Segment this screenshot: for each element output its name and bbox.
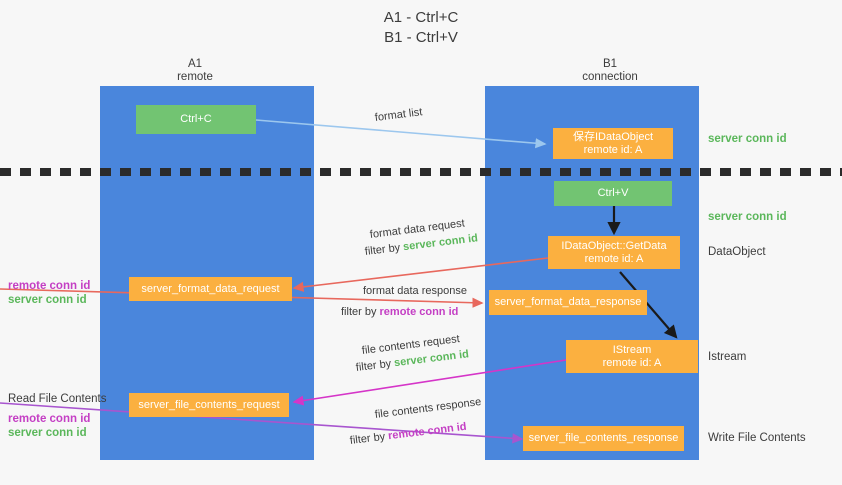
column-a1-sub: remote: [177, 71, 213, 83]
label-istream: Istream: [708, 351, 747, 363]
column-header-b1: B1 connection: [535, 58, 685, 84]
box-save-dataobject[interactable]: 保存IDataObject remote id: A: [553, 128, 673, 159]
label-server-conn-id-top: server conn id: [708, 133, 787, 145]
label-dataobject: DataObject: [708, 246, 766, 258]
box-server-file-contents-response-label: server_file_contents_response: [528, 432, 679, 444]
box-server-format-data-request[interactable]: server_format_data_request: [129, 277, 292, 301]
box-getdata[interactable]: IDataObject::GetData remote id: A: [548, 236, 680, 269]
box-save-dataobject-line2: remote id: A: [583, 143, 643, 156]
title-line-1: A1 - Ctrl+C: [383, 9, 459, 26]
edge-label-file-contents-response: file contents response: [374, 396, 482, 421]
column-a1-name: A1: [187, 58, 203, 70]
edge-label-format-data-response-filter: filter by remote conn id: [341, 305, 458, 320]
box-istream-line2: remote id: A: [602, 356, 662, 369]
filter-value-remote-conn-id: remote conn id: [379, 306, 459, 318]
label-server-conn-id-second: server conn id: [708, 211, 787, 223]
edge-label-file-contents-response-filter: filter by remote conn id: [349, 420, 467, 449]
box-save-dataobject-line1: 保存IDataObject: [572, 130, 654, 143]
edge-label-format-list: format list: [374, 106, 424, 124]
box-ctrl-c[interactable]: Ctrl+C: [136, 105, 256, 134]
box-istream-line1: IStream: [612, 343, 652, 356]
box-server-file-contents-response[interactable]: server_file_contents_response: [523, 426, 684, 451]
title-line-2: B1 - Ctrl+V: [384, 29, 458, 46]
box-ctrl-v[interactable]: Ctrl+V: [554, 181, 672, 206]
box-getdata-line1: IDataObject::GetData: [561, 239, 667, 252]
label-format-remote-conn-id: remote conn id: [8, 280, 91, 292]
diagram-title: A1 - Ctrl+C B1 - Ctrl+V: [0, 8, 842, 48]
label-read-file-contents: Read File Contents: [8, 393, 107, 405]
filter-value-remote-conn-id: remote conn id: [387, 420, 468, 443]
column-b1-name: B1: [602, 58, 618, 70]
box-server-format-data-response-label: server_format_data_response: [494, 296, 642, 308]
column-header-a1: A1 remote: [120, 58, 270, 84]
box-server-file-contents-request-label: server_file_contents_request: [138, 398, 280, 411]
filter-prefix: filter by: [355, 357, 395, 374]
filter-prefix: filter by: [341, 306, 380, 318]
box-server-format-data-response[interactable]: server_format_data_response: [489, 290, 647, 315]
label-format-server-conn-id: server conn id: [8, 294, 87, 306]
filter-prefix: filter by: [349, 430, 389, 447]
edge-label-format-data-response: format data response: [363, 285, 467, 297]
box-server-file-contents-request[interactable]: server_file_contents_request: [129, 393, 289, 417]
box-istream[interactable]: IStream remote id: A: [566, 340, 698, 373]
label-file-server-conn-id: server conn id: [8, 427, 87, 439]
box-server-format-data-request-label: server_format_data_request: [141, 282, 280, 295]
label-write-file-contents: Write File Contents: [708, 432, 806, 444]
box-ctrl-c-label: Ctrl+C: [180, 113, 212, 125]
box-ctrl-v-label: Ctrl+V: [597, 187, 629, 199]
label-file-remote-conn-id: remote conn id: [8, 413, 91, 425]
column-b1-sub: connection: [582, 71, 638, 83]
box-getdata-line2: remote id: A: [584, 252, 644, 265]
filter-prefix: filter by: [364, 241, 404, 258]
